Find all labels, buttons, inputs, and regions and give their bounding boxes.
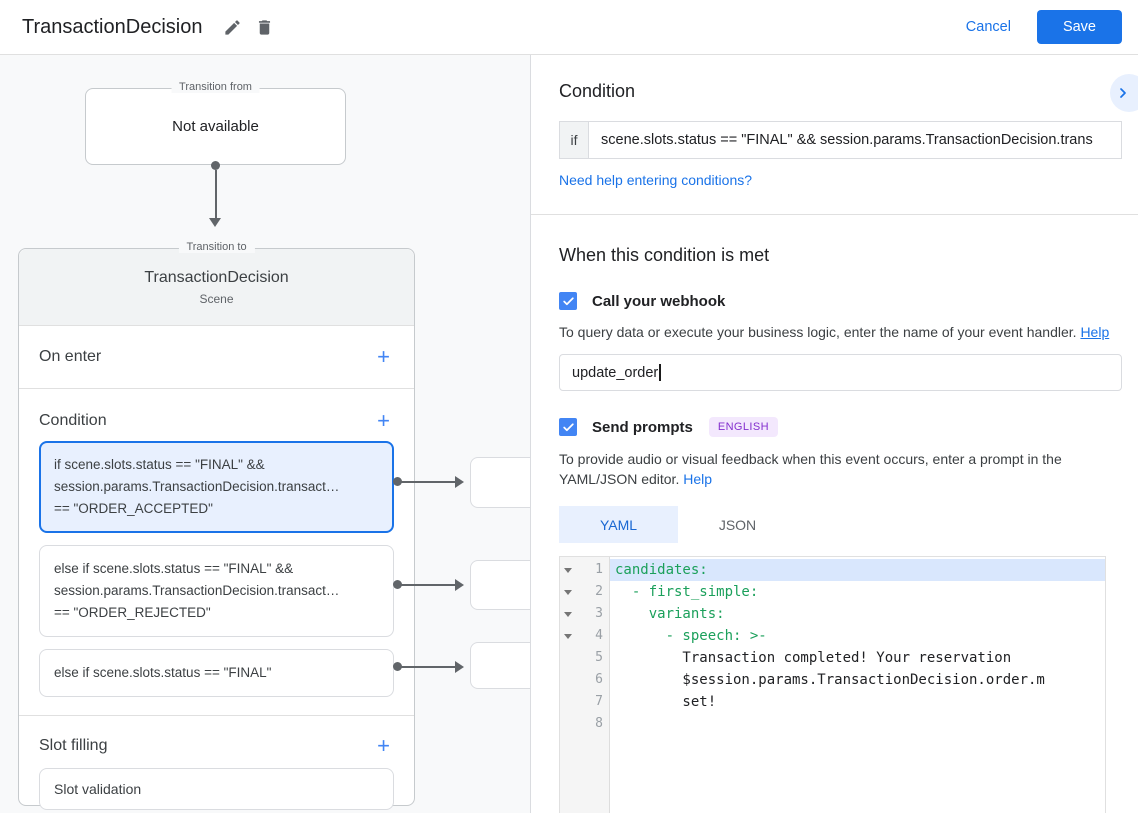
- line-number: 7: [595, 694, 603, 709]
- when-met-section: When this condition is met Call your web…: [531, 215, 1138, 813]
- language-badge: ENGLISH: [708, 417, 778, 437]
- connector-line: [214, 170, 217, 219]
- conditions-help-link[interactable]: Need help entering conditions?: [559, 172, 753, 188]
- transition-target-node[interactable]: [470, 642, 530, 689]
- arrow-right-icon: [455, 660, 464, 673]
- add-condition-button[interactable]: +: [371, 408, 396, 434]
- webhook-label: Call your webhook: [592, 292, 726, 310]
- check-icon: [562, 421, 575, 434]
- send-prompts-checkbox[interactable]: [559, 418, 577, 436]
- if-chip: if: [559, 121, 589, 159]
- when-met-heading: When this condition is met: [559, 245, 770, 265]
- send-prompts-label: Send prompts: [592, 418, 693, 436]
- fold-caret-icon[interactable]: [560, 611, 576, 617]
- tab-json[interactable]: JSON: [678, 506, 797, 543]
- transition-from-node: Transition from Not available: [85, 81, 346, 165]
- fold-caret-icon[interactable]: [560, 589, 576, 595]
- transition-target-node[interactable]: [470, 457, 530, 508]
- collapse-panel-button[interactable]: [1110, 74, 1138, 112]
- transition-from-legend: Transition from: [171, 81, 260, 93]
- edit-title-button[interactable]: [216, 11, 248, 43]
- prompts-help-link[interactable]: Help: [683, 471, 713, 487]
- page-title: TransactionDecision: [22, 15, 203, 38]
- tab-yaml[interactable]: YAML: [559, 506, 678, 543]
- condition-item-final[interactable]: else if scene.slots.status == "FINAL": [39, 649, 394, 697]
- on-enter-section: On enter +: [19, 326, 414, 389]
- editor-gutter: [560, 557, 610, 813]
- transition-target-node[interactable]: [470, 560, 530, 610]
- webhook-help-link[interactable]: Help: [1080, 324, 1110, 340]
- condition-heading: Condition: [559, 81, 636, 101]
- check-icon: [562, 295, 575, 308]
- if-condition-row: if scene.slots.status == "FINAL" && sess…: [559, 121, 1122, 159]
- pencil-icon: [223, 18, 242, 37]
- code-line: 7 set!: [560, 691, 1105, 713]
- connector-dot: [211, 161, 220, 170]
- fold-caret-icon[interactable]: [560, 567, 576, 573]
- connector-line: [400, 480, 456, 483]
- transition-to-legend: Transition to: [178, 241, 255, 253]
- arrow-down-icon: [209, 218, 221, 227]
- line-number: 3: [595, 606, 603, 621]
- code-line: 1 candidates:: [560, 559, 1105, 581]
- code-line: 3 variants:: [560, 603, 1105, 625]
- editor-format-tabs: YAML JSON: [559, 506, 1122, 543]
- arrow-right-icon: [455, 578, 464, 591]
- scene-title: TransactionDecision: [144, 268, 289, 286]
- trash-icon: [255, 18, 274, 37]
- add-slot-button[interactable]: +: [371, 733, 396, 759]
- scene-graph-canvas: Transition from Not available Transition…: [0, 55, 530, 813]
- webhook-description-text: To query data or execute your business l…: [559, 324, 1077, 340]
- yaml-code-editor[interactable]: 1 candidates: 2 - first_simple: 3 varian…: [559, 556, 1106, 813]
- condition-editor-section: Condition if scene.slots.status == "FINA…: [531, 55, 1138, 215]
- line-number: 4: [595, 628, 603, 643]
- app-header: TransactionDecision Cancel Save: [0, 0, 1138, 55]
- delete-scene-button[interactable]: [248, 11, 280, 43]
- code-line: 5 Transaction completed! Your reservatio…: [560, 647, 1105, 669]
- cancel-button[interactable]: Cancel: [956, 11, 1021, 43]
- webhook-description: To query data or execute your business l…: [559, 322, 1122, 342]
- event-handler-input[interactable]: update_order: [559, 354, 1122, 391]
- slot-filling-section: Slot filling + Slot validation: [19, 716, 414, 813]
- line-number: 5: [595, 650, 603, 665]
- prompts-description-text: To provide audio or visual feedback when…: [559, 451, 1062, 487]
- line-number: 6: [595, 672, 603, 687]
- transition-to-node: Transition to TransactionDecision Scene …: [18, 241, 415, 810]
- transition-from-value: Not available: [172, 118, 259, 135]
- connector-line: [400, 583, 456, 586]
- event-handler-value: update_order: [572, 364, 659, 381]
- connector-dot: [393, 662, 402, 671]
- slot-validation-item[interactable]: Slot validation: [39, 768, 394, 810]
- prompts-description: To provide audio or visual feedback when…: [559, 449, 1122, 489]
- line-number: 2: [595, 584, 603, 599]
- save-button[interactable]: Save: [1036, 10, 1122, 44]
- slot-filling-label: Slot filling: [39, 737, 108, 754]
- connector-line: [400, 665, 456, 668]
- on-enter-label: On enter: [39, 348, 102, 365]
- condition-item-accepted[interactable]: if scene.slots.status == "FINAL" && sess…: [39, 441, 394, 533]
- line-number: 1: [595, 562, 603, 577]
- scene-card-header[interactable]: TransactionDecision Scene: [19, 249, 414, 326]
- add-on-enter-button[interactable]: +: [371, 344, 396, 370]
- webhook-checkbox[interactable]: [559, 292, 577, 310]
- code-line: 4 - speech: >-: [560, 625, 1105, 647]
- connector-dot: [393, 580, 402, 589]
- code-line: 6 $session.params.TransactionDecision.or…: [560, 669, 1105, 691]
- condition-label: Condition: [39, 412, 107, 429]
- line-number: 8: [595, 716, 603, 731]
- scene-subtitle: Scene: [199, 291, 234, 306]
- fold-caret-icon[interactable]: [560, 633, 576, 639]
- connector-dot: [393, 477, 402, 486]
- condition-inspector-panel: Condition if scene.slots.status == "FINA…: [530, 55, 1138, 813]
- condition-section: Condition + if scene.slots.status == "FI…: [19, 389, 414, 716]
- code-line: 8: [560, 713, 1105, 735]
- arrow-right-icon: [455, 475, 464, 488]
- condition-expression-input[interactable]: scene.slots.status == "FINAL" && session…: [589, 121, 1122, 159]
- text-cursor: [659, 364, 661, 381]
- chevron-right-icon: [1115, 85, 1131, 101]
- code-line: 2 - first_simple:: [560, 581, 1105, 603]
- condition-item-rejected[interactable]: else if scene.slots.status == "FINAL" &&…: [39, 545, 394, 637]
